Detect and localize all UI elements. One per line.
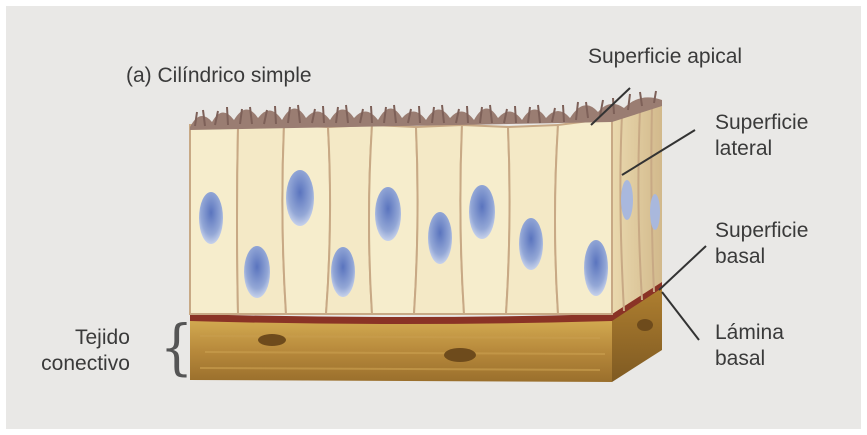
label-lateral-line-2: lateral <box>715 136 808 162</box>
label-basal-line-1: Superficie <box>715 218 808 244</box>
label-tejido-conectivo: Tejido conectivo <box>40 325 130 377</box>
label-lamina-line-2: basal <box>715 346 784 372</box>
tissue-brace-icon: { <box>160 318 193 378</box>
lateral-surface-face <box>612 102 662 314</box>
label-superficie-basal: Superficie basal <box>715 218 808 270</box>
label-superficie-apical: Superficie apical <box>588 44 742 70</box>
label-tissue-line-1: Tejido <box>40 325 130 351</box>
label-lamina-basal: Lámina basal <box>715 320 784 372</box>
label-basal-line-2: basal <box>715 244 808 270</box>
label-superficie-lateral: Superficie lateral <box>715 110 808 162</box>
figure-title: (a) Cilíndrico simple <box>126 63 312 89</box>
label-lamina-line-1: Lámina <box>715 320 784 346</box>
label-tissue-line-2: conectivo <box>40 351 130 377</box>
label-lateral-line-1: Superficie <box>715 110 808 136</box>
